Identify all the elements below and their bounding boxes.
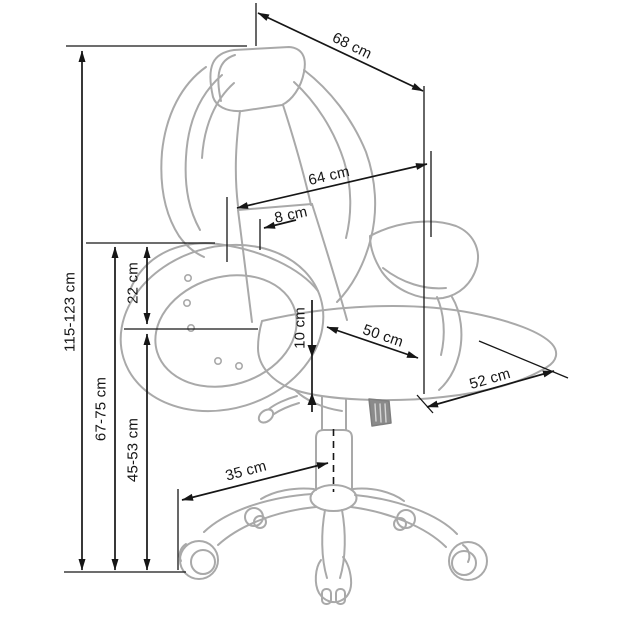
dim-label-overall-height: 115-123 cm — [61, 271, 79, 353]
dim-label-seat-height: 45-53 cm — [124, 417, 142, 483]
dim-label-armrest-floor-height: 67-75 cm — [92, 376, 110, 442]
dimension-arrows — [78, 12, 555, 571]
chair-drawing — [119, 46, 558, 605]
dim-line-backrest-mid-width — [236, 163, 428, 209]
dim-line-seat-depth — [326, 326, 419, 359]
dim-line-backrest-top-width — [257, 12, 424, 92]
dim-line-cushion-thickness — [307, 300, 317, 412]
dim-line-backrest-thickness — [263, 219, 297, 229]
dim-line-base-radius — [181, 462, 329, 501]
dim-line-seat-width — [426, 370, 555, 408]
dim-label-cushion-thickness: 10 cm — [291, 307, 309, 349]
extension-lines — [64, 3, 569, 573]
dim-label-armrest-to-seat: 22 cm — [124, 262, 142, 304]
